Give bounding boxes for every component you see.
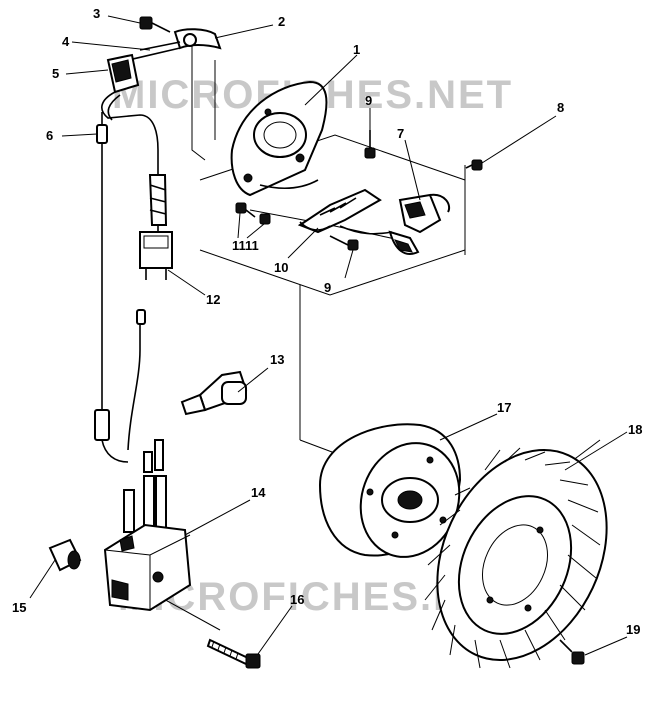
cooling-fan xyxy=(424,447,608,669)
rectifier-block xyxy=(101,53,159,180)
callouts: 1 2 3 4 5 6 7 8 9 9 10 11 11 12 13 14 15… xyxy=(12,6,642,637)
callout-13: 13 xyxy=(270,352,284,367)
callout-8: 8 xyxy=(557,100,564,115)
callout-2: 2 xyxy=(278,14,285,29)
callout-3: 3 xyxy=(93,6,100,21)
callout-12: 12 xyxy=(206,292,220,307)
callout-16: 16 xyxy=(290,592,304,607)
screw-9-bottom xyxy=(329,235,359,251)
pulser-coil xyxy=(297,188,382,234)
ignition-cables xyxy=(94,309,167,533)
spark-plug-cap xyxy=(180,370,248,416)
callout-19: 19 xyxy=(626,622,640,637)
leader-lines xyxy=(29,15,628,656)
callout-4: 4 xyxy=(62,34,70,49)
callout-5: 5 xyxy=(52,66,59,81)
bolt-small xyxy=(559,639,585,665)
screws-11 xyxy=(235,202,271,225)
ignition-coil-unit xyxy=(103,523,192,612)
callout-11-right: 11 xyxy=(245,238,259,253)
screw-3 xyxy=(139,16,171,33)
callout-7: 7 xyxy=(397,126,404,141)
callout-15: 15 xyxy=(12,600,26,615)
callout-10: 10 xyxy=(274,260,288,275)
callout-14: 14 xyxy=(251,485,266,500)
screw-8 xyxy=(465,159,483,171)
callout-17: 17 xyxy=(497,400,511,415)
screw-9-top xyxy=(364,130,376,159)
callout-11-left: 11 xyxy=(232,238,246,253)
wire-connector xyxy=(96,112,108,410)
callout-9-top: 9 xyxy=(365,93,372,108)
harness-main-connector xyxy=(139,174,173,280)
bolt-long xyxy=(206,638,261,669)
callout-18: 18 xyxy=(628,422,642,437)
harness-clamp xyxy=(119,28,222,63)
callout-9-bottom: 9 xyxy=(324,280,331,295)
flywheel xyxy=(318,423,462,558)
stator-plate xyxy=(230,80,328,197)
bushing xyxy=(48,538,82,572)
callout-1: 1 xyxy=(353,42,360,57)
charge-coil xyxy=(339,193,450,255)
callout-6: 6 xyxy=(46,128,53,143)
